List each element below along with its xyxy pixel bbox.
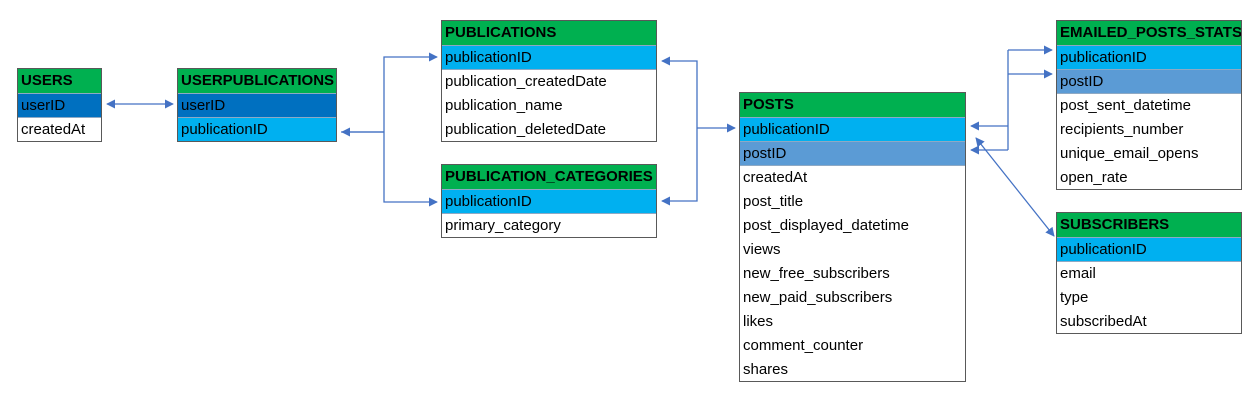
connector-posts-subscribers (975, 137, 1055, 237)
emailed-posts-stats-field-recipients-number: recipients_number (1057, 117, 1241, 141)
emailed-posts-stats-field-unique-email-opens: unique_email_opens (1057, 141, 1241, 165)
publications-field-publicationid: publicationID (442, 45, 656, 69)
publications-field-deleteddate: publication_deletedDate (442, 117, 656, 141)
publication-categories-field-primary-category: primary_category (442, 213, 656, 237)
users-table-title: USERS (18, 69, 101, 93)
posts-field-likes: likes (740, 309, 965, 333)
connector-to-publications (383, 52, 438, 132)
posts-field-postid: postID (740, 141, 965, 165)
posts-table-title: POSTS (740, 93, 965, 117)
posts-field-new-paid-subscribers: new_paid_subscribers (740, 285, 965, 309)
publications-table-title: PUBLICATIONS (442, 21, 656, 45)
posts-table: POSTS publicationID postID createdAt pos… (739, 92, 966, 382)
connector-posts-to-publication-categories (661, 128, 698, 206)
emailed-posts-stats-field-post-sent-datetime: post_sent_datetime (1057, 93, 1241, 117)
subscribers-field-subscribedat: subscribedAt (1057, 309, 1241, 333)
publication-categories-table: PUBLICATION_CATEGORIES publicationID pri… (441, 164, 657, 238)
publications-field-name: publication_name (442, 93, 656, 117)
userpublications-field-userid: userID (178, 93, 336, 117)
users-field-userid: userID (18, 93, 101, 117)
emailed-posts-stats-table-title: EMAILED_POSTS_STATS (1057, 21, 1241, 45)
publications-table: PUBLICATIONS publicationID publication_c… (441, 20, 657, 142)
publication-categories-field-publicationid: publicationID (442, 189, 656, 213)
emailed-posts-stats-table: EMAILED_POSTS_STATS publicationID postID… (1056, 20, 1242, 190)
publications-field-createddate: publication_createdDate (442, 69, 656, 93)
publication-categories-table-title: PUBLICATION_CATEGORIES (442, 165, 656, 189)
userpublications-field-publicationid: publicationID (178, 117, 336, 141)
subscribers-table-title: SUBSCRIBERS (1057, 213, 1241, 237)
posts-field-post-displayed-datetime: post_displayed_datetime (740, 213, 965, 237)
posts-field-createdat: createdAt (740, 165, 965, 189)
users-table: USERS userID createdAt (17, 68, 102, 142)
posts-field-post-title: post_title (740, 189, 965, 213)
subscribers-field-publicationid: publicationID (1057, 237, 1241, 261)
emailed-posts-stats-field-postid: postID (1057, 69, 1241, 93)
posts-field-shares: shares (740, 357, 965, 381)
userpublications-table: USERPUBLICATIONS userID publicationID (177, 68, 337, 142)
subscribers-field-email: email (1057, 261, 1241, 285)
posts-field-comment-counter: comment_counter (740, 333, 965, 357)
posts-field-new-free-subscribers: new_free_subscribers (740, 261, 965, 285)
subscribers-table: SUBSCRIBERS publicationID email type sub… (1056, 212, 1242, 334)
subscribers-field-type: type (1057, 285, 1241, 309)
posts-field-publicationid: publicationID (740, 117, 965, 141)
userpublications-table-title: USERPUBLICATIONS (178, 69, 336, 93)
posts-field-views: views (740, 237, 965, 261)
emailed-posts-stats-field-open-rate: open_rate (1057, 165, 1241, 189)
connector-posts-to-publications (661, 56, 698, 128)
emailed-posts-stats-field-publicationid: publicationID (1057, 45, 1241, 69)
connector-to-publication-categories (383, 132, 438, 207)
users-field-createdat: createdAt (18, 117, 101, 141)
